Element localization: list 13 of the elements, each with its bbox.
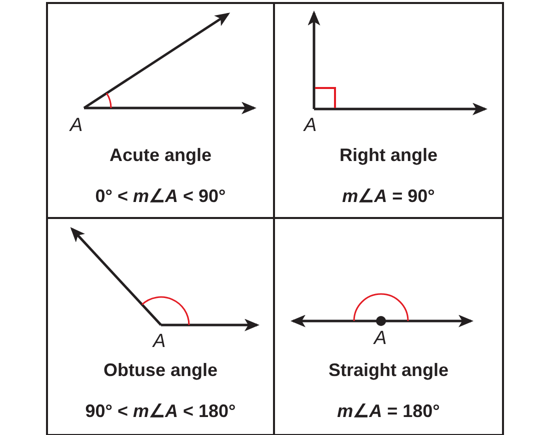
angle-formula: 90° < m∠A < 180°	[84, 402, 237, 420]
angle-formula: 0° < m∠A < 90°	[94, 187, 227, 205]
vertex-label: A	[153, 332, 166, 351]
angle-name: Right angle	[338, 146, 438, 164]
angle-name: Acute angle	[108, 146, 213, 164]
vertex-label: A	[70, 116, 83, 135]
vertex-label: A	[304, 116, 317, 135]
angle-formula: m∠A = 180°	[336, 402, 441, 420]
angle-name: Obtuse angle	[102, 361, 219, 379]
angle-panel	[48, 4, 275, 219]
angle-name: Straight angle	[327, 361, 450, 379]
angle-formula: m∠A = 90°	[341, 187, 436, 205]
vertex-label: A	[374, 329, 387, 348]
